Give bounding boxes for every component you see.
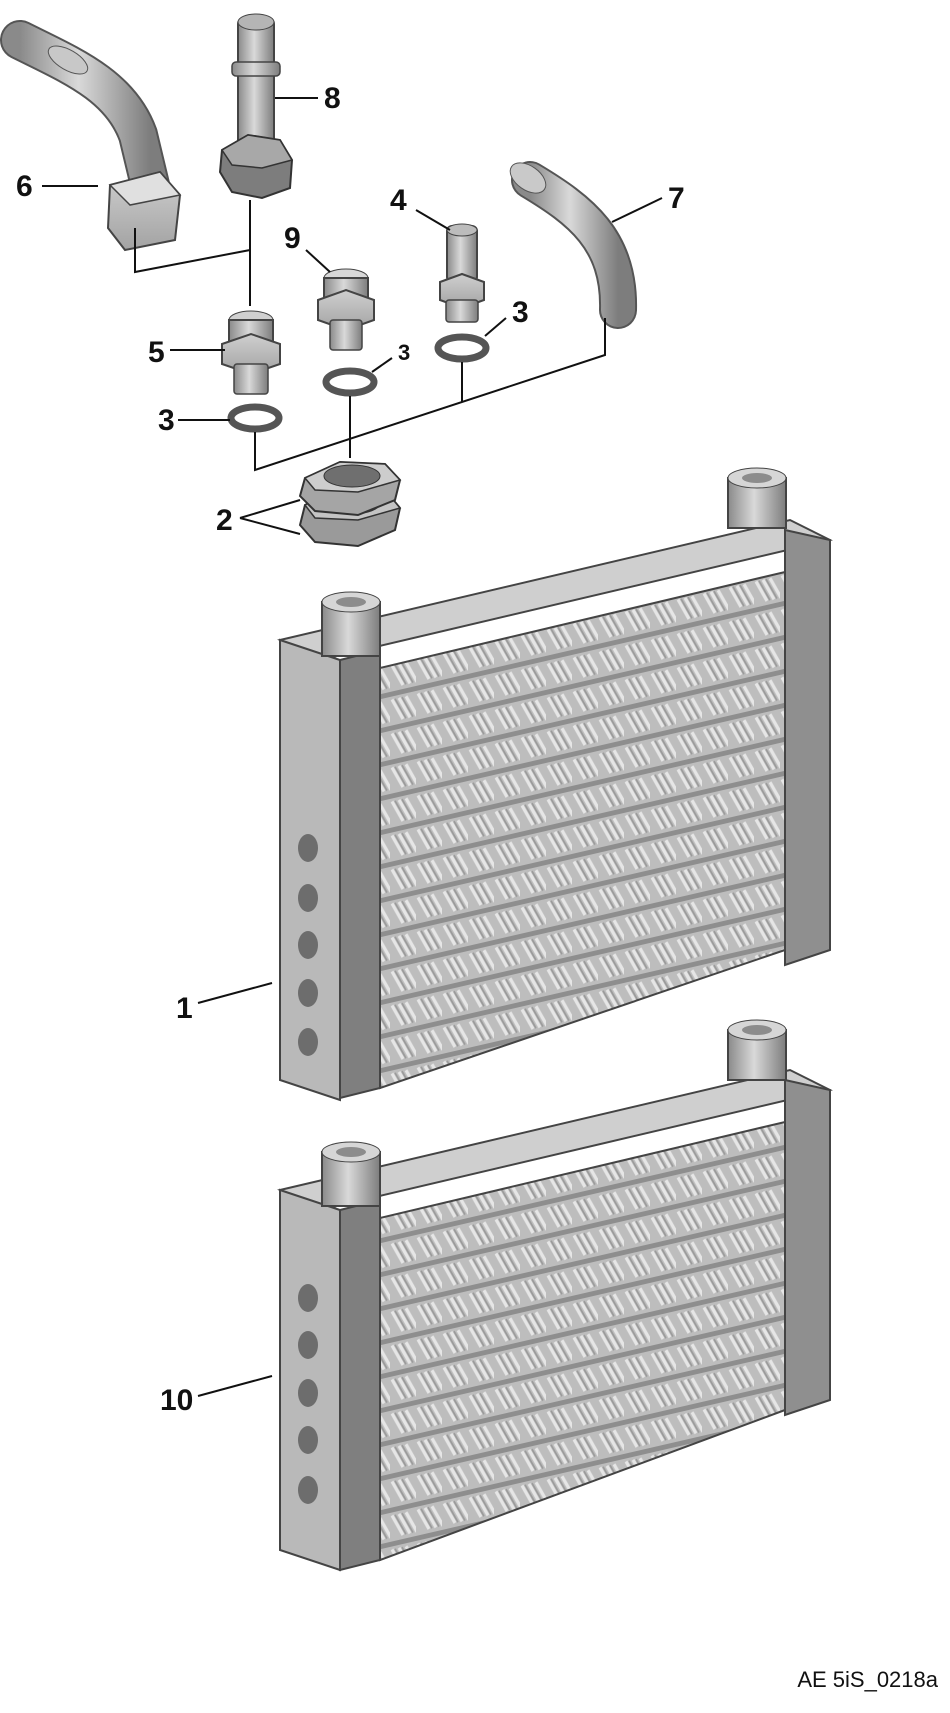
part-1-oil-cooler xyxy=(277,467,833,1102)
callout-3-b: 3 xyxy=(398,340,410,365)
part-10-oil-cooler xyxy=(277,1019,833,1572)
part-9-adapter xyxy=(317,268,375,351)
callout-4: 4 xyxy=(390,184,407,217)
callout-5: 5 xyxy=(148,336,165,369)
part-5-union-fitting xyxy=(221,310,281,395)
callout-3-c: 3 xyxy=(512,296,529,329)
callout-8: 8 xyxy=(324,82,341,115)
callout-9: 9 xyxy=(284,222,301,255)
callout-7: 7 xyxy=(668,182,685,215)
callout-1: 1 xyxy=(176,992,193,1025)
callout-labels: 6 8 7 4 9 5 3 3 3 2 1 10 xyxy=(16,82,685,1417)
figure-id: AE 5iS_0218a xyxy=(797,1667,938,1692)
part-7-bent-tube xyxy=(509,161,638,329)
callout-6: 6 xyxy=(16,170,33,203)
callout-10: 10 xyxy=(160,1384,193,1417)
part-3-washers xyxy=(227,333,490,433)
callout-2: 2 xyxy=(216,504,233,537)
assembly-lines xyxy=(134,200,606,472)
callout-leaders xyxy=(42,97,663,1397)
part-2-lock-nuts xyxy=(298,460,402,548)
callout-3-a: 3 xyxy=(158,404,175,437)
part-6-elbow-fitting xyxy=(0,20,182,252)
part-8-straight-fitting xyxy=(218,13,294,200)
part-4-barb-fitting xyxy=(439,223,485,323)
